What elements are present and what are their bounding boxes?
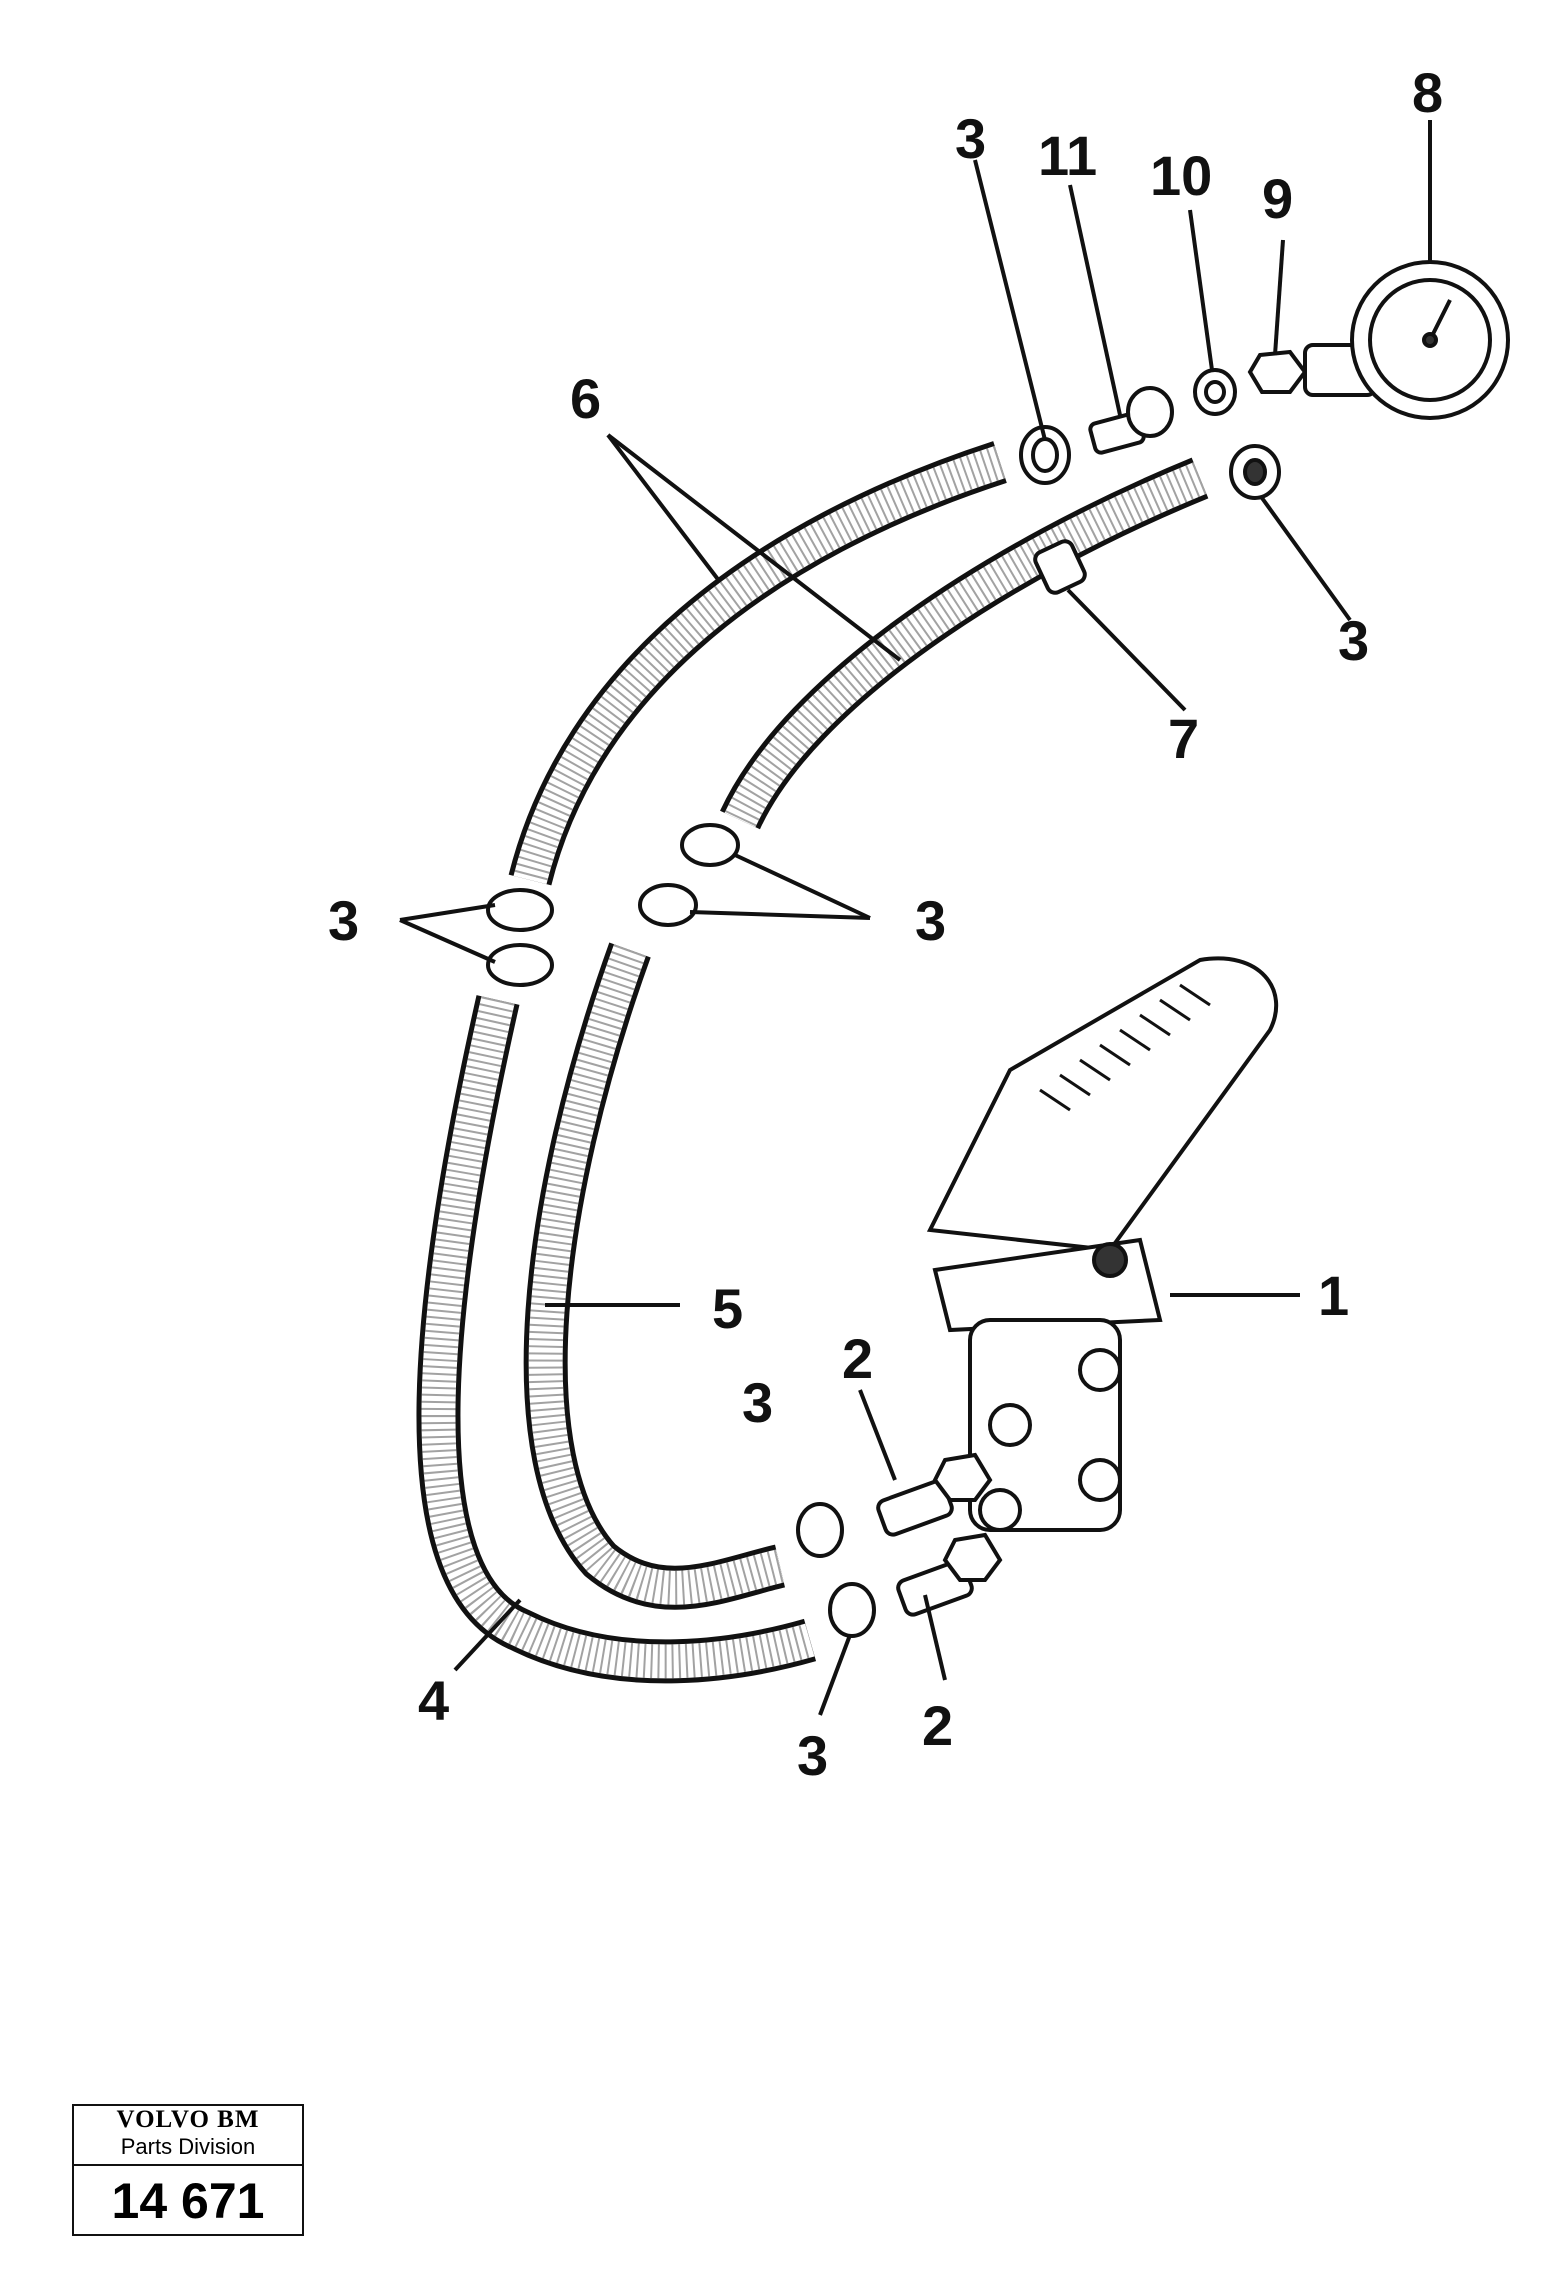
fitting-9 — [1247, 349, 1308, 394]
callout-3-right: 3 — [1338, 609, 1369, 672]
callout-9: 9 — [1262, 167, 1293, 230]
hose-4 — [416, 995, 817, 1684]
fitting-2-upper — [876, 1452, 993, 1537]
callout-3-top: 3 — [955, 107, 986, 170]
callout-3-mid: 3 — [915, 889, 946, 952]
callout-11: 11 — [1038, 124, 1097, 187]
callout-4: 4 — [418, 1669, 449, 1732]
callout-2-upper: 2 — [842, 1327, 873, 1390]
callout-8: 8 — [1412, 61, 1443, 124]
gauge-icon — [1303, 260, 1510, 420]
callout-1: 1 — [1318, 1264, 1349, 1327]
fitting-11 — [1088, 386, 1174, 455]
brake-valve-pedal — [926, 956, 1279, 1532]
hose-6-lower — [720, 457, 1209, 830]
callout-6: 6 — [570, 367, 601, 430]
clamp-icon — [486, 888, 554, 987]
callout-3-left: 3 — [328, 889, 359, 952]
callout-3-lower: 3 — [742, 1371, 773, 1434]
sleeve-7 — [1033, 539, 1087, 595]
fitting-2-lower — [896, 1532, 1003, 1617]
callout-10: 10 — [1150, 144, 1212, 207]
clamp-icon — [796, 1502, 876, 1638]
leader-lines — [399, 120, 1432, 1716]
callout-2-lower: 2 — [922, 1694, 953, 1757]
clamp-icon — [1019, 425, 1071, 485]
title-block: VOLVO BM Parts Division 14 671 — [72, 2104, 304, 2236]
hose-6-upper — [508, 441, 1007, 886]
clamp-icon — [638, 823, 740, 927]
fitting-10 — [1193, 368, 1237, 416]
callout-7: 7 — [1168, 707, 1199, 770]
hose-5 — [523, 942, 786, 1610]
brand-logo: VOLVO BM — [116, 2106, 260, 2133]
division-label: Parts Division — [74, 2134, 302, 2166]
clamp-icon — [1229, 444, 1281, 500]
callout-3-bottom: 3 — [797, 1724, 828, 1787]
drawing-number: 14 671 — [111, 2173, 265, 2229]
callout-5: 5 — [712, 1277, 743, 1340]
